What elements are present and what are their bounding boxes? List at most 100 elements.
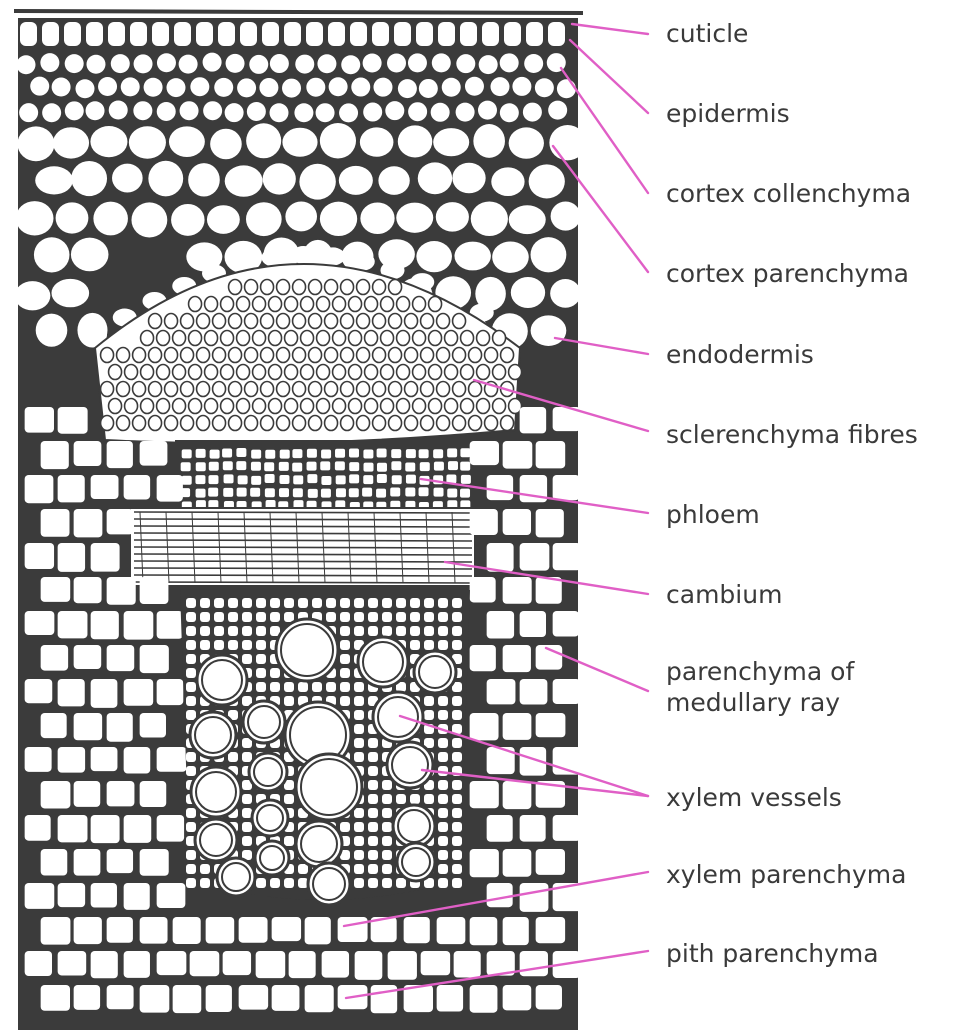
sclerenchyma-fibre (285, 399, 298, 414)
parenchyma-cell (503, 441, 533, 469)
xylem-parenchyma-cell (438, 710, 448, 720)
parenchyma-cell (206, 917, 235, 944)
xylem-parenchyma-cell (340, 612, 350, 622)
cambium-cell-row (134, 547, 472, 548)
collenchyma-cell (408, 102, 427, 121)
xylem-parenchyma-cell (186, 864, 196, 874)
phloem-cell (182, 449, 192, 458)
parenchyma-cell (140, 781, 167, 807)
collenchyma-cell (351, 78, 370, 97)
parenchyma-cell (503, 645, 531, 672)
collenchyma-cell (214, 78, 233, 97)
sclerenchyma-fibre (285, 365, 298, 380)
parenchyma-cell (107, 577, 136, 605)
sclerenchyma-fibre (349, 297, 362, 312)
sclerenchyma-fibre (325, 382, 338, 397)
parenchyma-cell (470, 781, 499, 808)
sclerenchyma-fibre (101, 382, 114, 397)
xylem-parenchyma-cell (200, 878, 210, 888)
xylem-parenchyma-cell (242, 808, 252, 818)
sclerenchyma-fibre (461, 365, 474, 380)
collenchyma-cell (109, 101, 128, 120)
sclerenchyma-fibre (429, 331, 442, 346)
label-cortex-parenchyma: cortex parenchyma (666, 258, 909, 289)
parenchyma-cell (25, 543, 54, 569)
parenchyma-cell (470, 441, 499, 465)
phloem-cell (460, 489, 470, 498)
parenchyma-cell (91, 543, 120, 572)
sclerenchyma-fibre (117, 382, 130, 397)
sclerenchyma-fibre (397, 297, 410, 312)
parenchyma-cell (503, 781, 532, 809)
xylem-parenchyma-cell (452, 780, 462, 790)
collenchyma-cell (226, 54, 245, 73)
sclerenchyma-fibre (269, 331, 282, 346)
xylem-parenchyma-cell (438, 850, 448, 860)
phloem-cell (349, 462, 359, 471)
parenchyma-cell (470, 849, 499, 877)
sclerenchyma-fibre (173, 399, 186, 414)
parenchyma-cell (107, 645, 135, 671)
epidermis-cell (394, 22, 411, 46)
xylem-parenchyma-cell (354, 738, 364, 748)
sclerenchyma-fibre (181, 348, 194, 363)
collenchyma-cell (203, 53, 222, 72)
collenchyma-cell (86, 55, 105, 74)
parenchyma-cell (536, 441, 566, 468)
sclerenchyma-fibre (277, 348, 290, 363)
epidermis-cell (130, 22, 147, 46)
xylem-parenchyma-cell (396, 612, 406, 622)
collenchyma-cell (282, 79, 301, 98)
epidermis-cell (372, 22, 389, 46)
epidermis-cell (152, 22, 169, 46)
cortex-parenchyma-cell (171, 204, 205, 236)
cortex-parenchyma-cell (509, 205, 546, 234)
phloem-cell (208, 488, 218, 497)
phloem-cell (209, 462, 219, 471)
sclerenchyma-fibre (493, 399, 506, 414)
phloem-cell (265, 450, 275, 459)
collenchyma-cell (317, 54, 336, 73)
phloem-cell (265, 488, 275, 497)
cortex-parenchyma-cell (360, 202, 394, 234)
xylem-parenchyma-cell (242, 794, 252, 804)
xylem-parenchyma-cell (284, 696, 294, 706)
phloem-cell (349, 448, 359, 457)
sclerenchyma-fibre (365, 365, 378, 380)
collenchyma-cell (500, 53, 519, 72)
sclerenchyma-fibre (485, 348, 498, 363)
cortex-parenchyma-cell (454, 242, 490, 271)
parenchyma-cell (421, 951, 451, 975)
xylem-parenchyma-cell (326, 598, 336, 608)
xylem-vessel (392, 747, 428, 783)
xylem-parenchyma-cell (284, 682, 294, 692)
xylem-parenchyma-cell (256, 640, 266, 650)
phloem-cell (182, 476, 192, 485)
phloem-cell (363, 475, 373, 484)
cortex-parenchyma-cell (339, 166, 373, 195)
sclerenchyma-fibre (397, 399, 410, 414)
parenchyma-cell (272, 917, 301, 941)
parenchyma-cell (289, 951, 316, 978)
sclerenchyma-fibre (325, 280, 338, 295)
parenchyma-cell (74, 509, 103, 537)
parenchyma-cell (173, 917, 201, 944)
parenchyma-cell (503, 713, 532, 740)
parenchyma-cell (25, 815, 51, 841)
phloem-cell (238, 475, 248, 484)
epidermis-cell (174, 22, 191, 46)
parenchyma-cell (107, 985, 134, 1009)
phloem-cell (447, 489, 457, 498)
xylem-parenchyma-cell (186, 668, 196, 678)
parenchyma-cell (74, 849, 101, 876)
xylem-parenchyma-cell (396, 794, 406, 804)
collenchyma-cell (98, 77, 117, 96)
collenchyma-cell (341, 55, 360, 74)
xylem-vessel (378, 697, 418, 737)
parenchyma-cell (58, 747, 85, 773)
parenchyma-cell (25, 747, 52, 772)
sclerenchyma-fibre (429, 365, 442, 380)
sclerenchyma-fibre (469, 348, 482, 363)
parenchyma-cell (503, 917, 529, 945)
collenchyma-cell (385, 101, 404, 120)
